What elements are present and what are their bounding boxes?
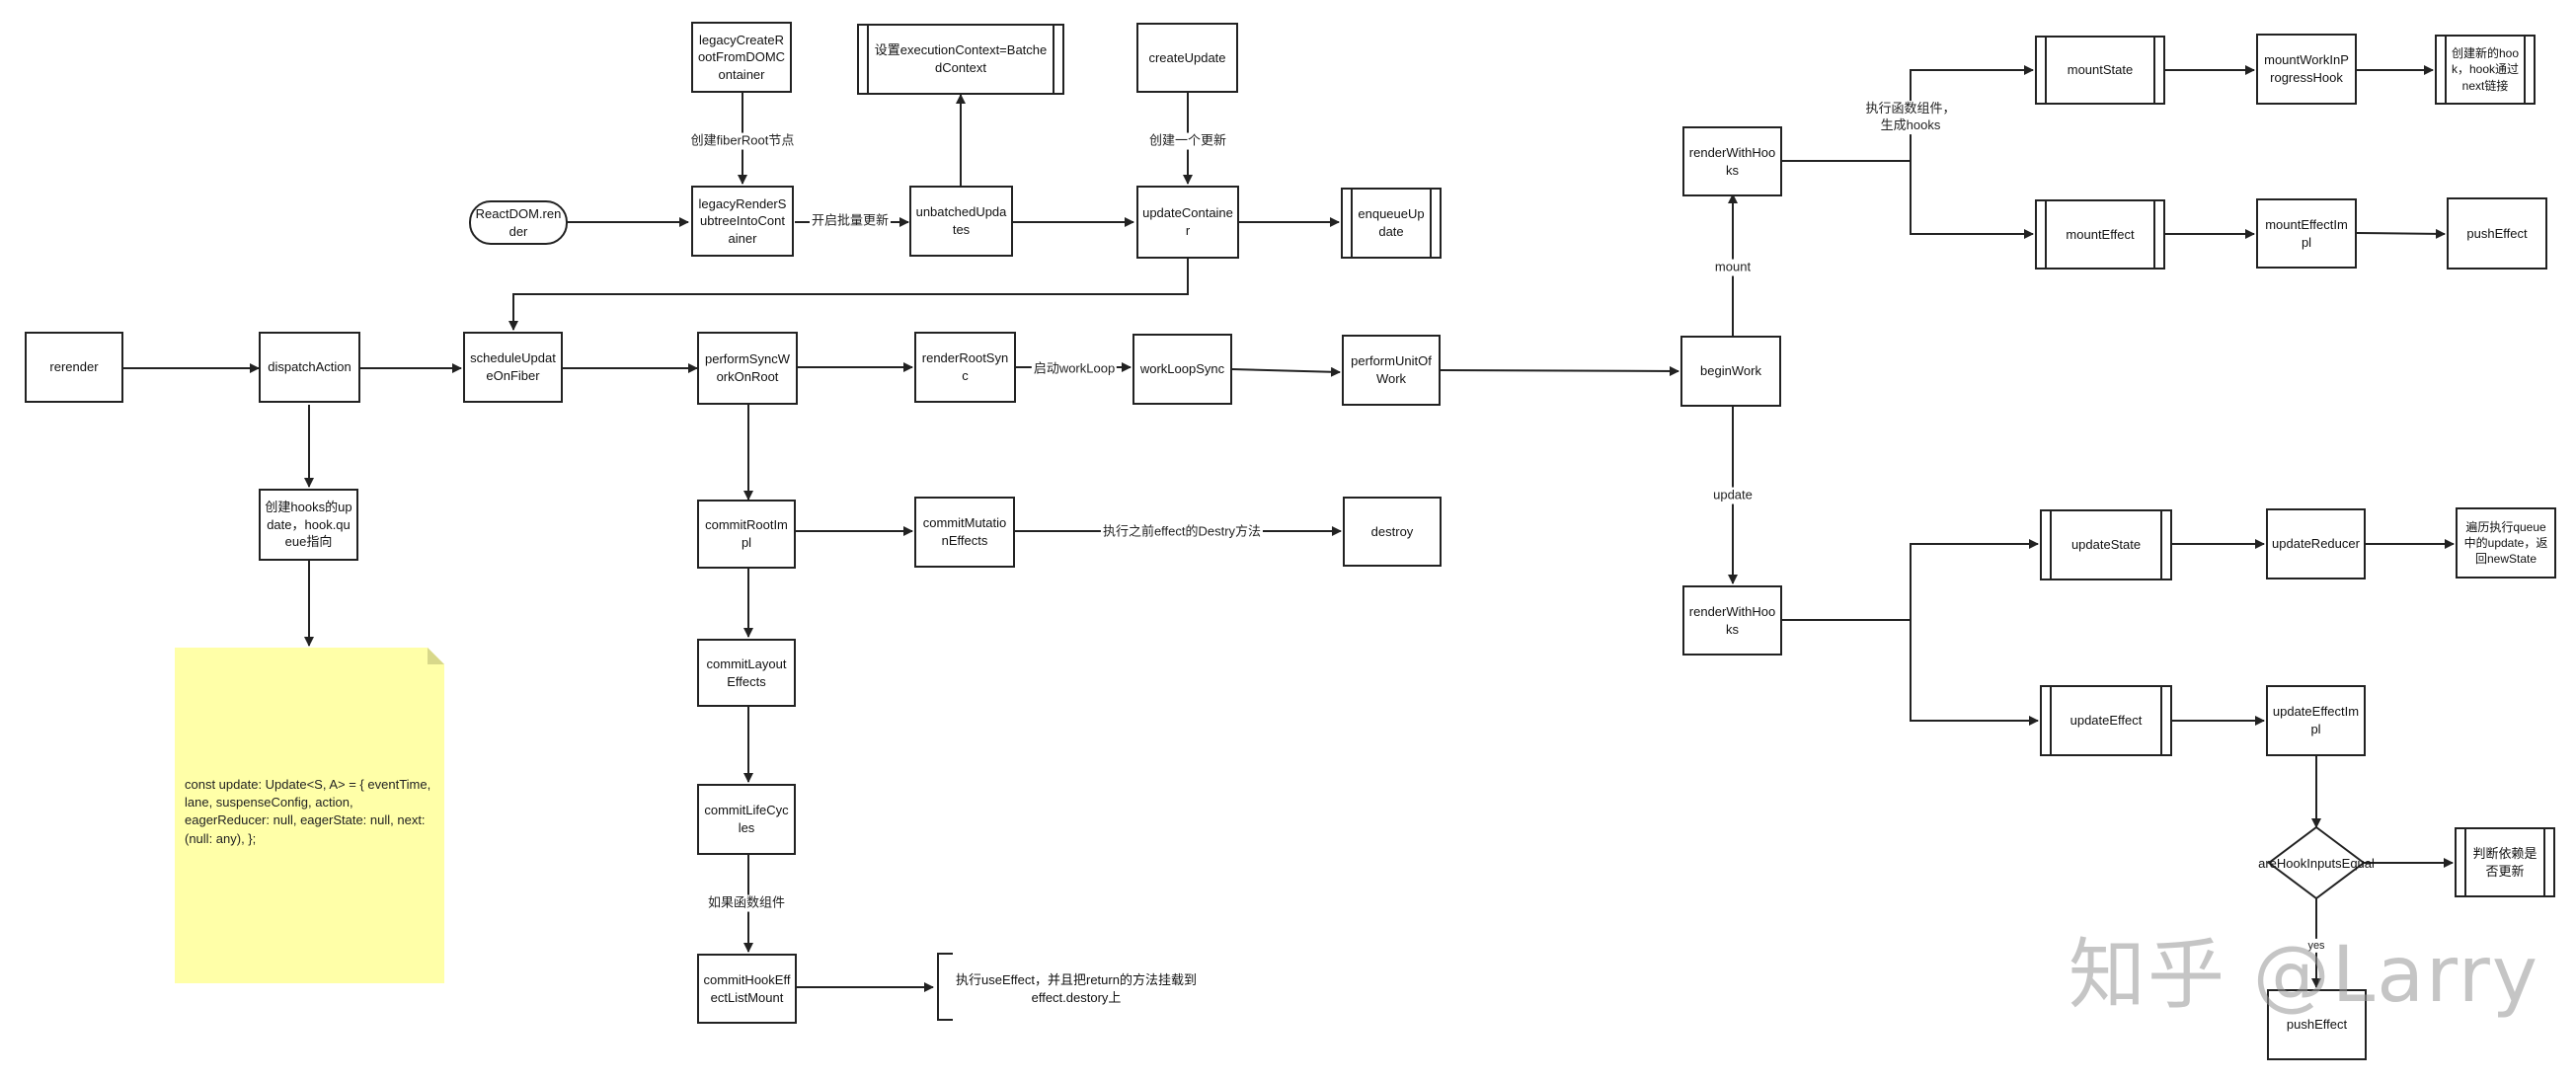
update-reducer-node[interactable]: updateReducer xyxy=(2266,508,2366,579)
perform-sync-work-node[interactable]: performSyncWorkOnRoot xyxy=(697,332,798,405)
update-object-note: const update: Update<S, A> = { eventTime… xyxy=(175,648,444,983)
edge-label-start-workloop: 启动workLoop xyxy=(1031,360,1118,378)
enqueue-update-node[interactable]: enqueueUpdate xyxy=(1341,188,1442,259)
legacy-create-root-node[interactable]: legacyCreateRootFromDOMContainer xyxy=(691,22,792,93)
mount-effect-impl-node[interactable]: mountEffectImpl xyxy=(2256,198,2357,269)
create-update-node[interactable]: createUpdate xyxy=(1136,23,1238,93)
update-state-node[interactable]: updateState xyxy=(2040,509,2172,580)
render-with-hooks-update-node[interactable]: renderWithHooks xyxy=(1682,585,1782,656)
mount-state-node[interactable]: mountState xyxy=(2035,36,2165,105)
commit-root-impl-node[interactable]: commitRootImpl xyxy=(697,500,796,569)
destroy-node[interactable]: destroy xyxy=(1343,497,1442,567)
zhihu-watermark: 知乎 @Larry xyxy=(2069,931,2539,1020)
commit-hook-effect-list-mount-node[interactable]: commitHookEffectListMount xyxy=(697,954,797,1024)
edge-label-update: update xyxy=(1711,487,1755,504)
update-container-node[interactable]: updateContainer xyxy=(1136,186,1239,259)
edge-label-create-fiberroot: 创建fiberRoot节点 xyxy=(688,132,797,150)
unbatched-updates-node[interactable]: unbatchedUpdates xyxy=(909,186,1013,257)
update-effect-impl-node[interactable]: updateEffectImpl xyxy=(2266,685,2366,756)
edge-label-mount: mount xyxy=(1712,259,1754,276)
create-hooks-update-node[interactable]: 创建hooks的update，hook.queue指向 xyxy=(259,489,358,561)
judge-deps-updated-node[interactable]: 判断依赖是否更新 xyxy=(2455,827,2555,897)
schedule-update-on-fiber-node[interactable]: scheduleUpdateOnFiber xyxy=(463,332,563,403)
commit-mutation-effects-node[interactable]: commitMutationEffects xyxy=(914,497,1015,568)
use-effect-annotation: 执行useEffect，并且把return的方法挂载到effect.destor… xyxy=(956,972,1197,1006)
mount-effect-node[interactable]: mountEffect xyxy=(2035,199,2165,270)
reactdom-render-node[interactable]: ReactDOM.render xyxy=(469,200,568,245)
render-with-hooks-mount-node[interactable]: renderWithHooks xyxy=(1682,126,1782,196)
are-hook-inputs-equal-decision[interactable]: areHookInputsEqual xyxy=(2258,856,2375,872)
edge-label-yes: yes xyxy=(2305,938,2327,954)
dispatch-action-node[interactable]: dispatchAction xyxy=(259,332,360,403)
edge-label-create-one-update: 创建一个更新 xyxy=(1146,132,1229,150)
update-effect-node[interactable]: updateEffect xyxy=(2040,685,2172,756)
commit-layout-effects-node[interactable]: commitLayoutEffects xyxy=(697,639,796,707)
create-new-hook-node[interactable]: 创建新的hook，hook通过next链接 xyxy=(2435,35,2536,105)
edge-label-exec-destroy: 执行之前effect的Destry方法 xyxy=(1100,523,1264,541)
push-effect-mount-node[interactable]: pushEffect xyxy=(2447,197,2547,270)
rerender-node[interactable]: rerender xyxy=(25,332,123,403)
edge-label-exec-function: 执行函数组件，生成hooks xyxy=(1861,101,1960,134)
traverse-queue-node[interactable]: 遍历执行queue中的update，返回newState xyxy=(2456,507,2556,579)
edge-label-if-function: 如果函数组件 xyxy=(705,894,788,912)
push-effect-update-node[interactable]: pushEffect xyxy=(2267,989,2367,1060)
edge-label-batch-update: 开启批量更新 xyxy=(809,212,892,230)
mount-work-in-progress-hook-node[interactable]: mountWorkInProgressHook xyxy=(2256,34,2357,105)
render-root-sync-node[interactable]: renderRootSync xyxy=(914,332,1016,403)
work-loop-sync-node[interactable]: workLoopSync xyxy=(1132,334,1232,405)
commit-life-cycles-node[interactable]: commitLifeCycles xyxy=(697,784,796,855)
legacy-render-subtree-node[interactable]: legacyRenderSubtreeIntoContainer xyxy=(691,186,794,257)
perform-unit-of-work-node[interactable]: performUnitOfWork xyxy=(1342,335,1441,406)
begin-work-node[interactable]: beginWork xyxy=(1680,336,1781,407)
set-execution-context-node[interactable]: 设置executionContext=BatchedContext xyxy=(857,24,1064,95)
